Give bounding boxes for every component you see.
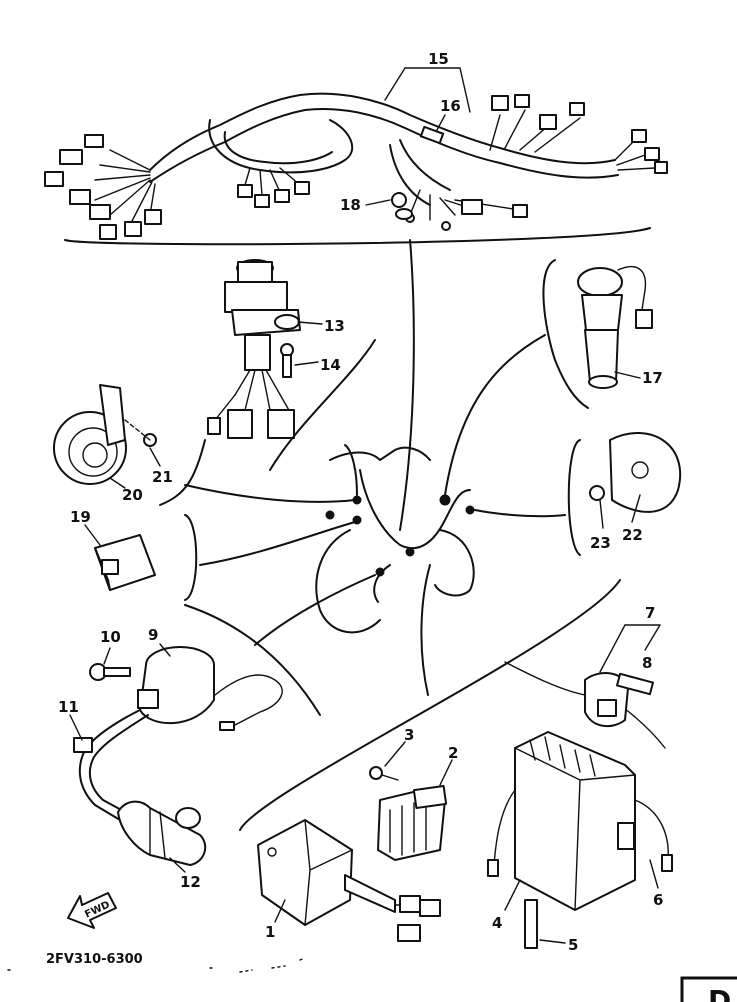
reflector-bracket bbox=[567, 439, 581, 556]
reflector bbox=[589, 432, 681, 513]
callout-19-label: 19 bbox=[70, 508, 91, 526]
battery bbox=[487, 731, 673, 911]
horn bbox=[53, 384, 127, 485]
scan-marks bbox=[7, 957, 306, 973]
turn-signal bbox=[577, 265, 653, 389]
callout-6-label: 6 bbox=[653, 891, 663, 909]
callout-17-label: 17 bbox=[642, 369, 663, 387]
ht-lead bbox=[73, 709, 149, 821]
callout-21-leader bbox=[149, 447, 161, 467]
callout-6-leader bbox=[649, 859, 659, 889]
callout-19-leader bbox=[84, 524, 101, 546]
pointer-reflector bbox=[474, 509, 566, 518]
electrical-group-bracket bbox=[239, 579, 621, 831]
rectifier bbox=[377, 784, 448, 861]
callout-20-label: 20 bbox=[122, 486, 143, 504]
regulator bbox=[257, 819, 441, 942]
callout-11-leader bbox=[69, 714, 83, 741]
fuse-8 bbox=[616, 672, 654, 696]
horn-bracket bbox=[159, 439, 206, 506]
callout-16: 16 bbox=[436, 97, 461, 131]
callout-5-label: 5 bbox=[568, 936, 578, 954]
pointer-relay bbox=[199, 521, 356, 566]
callout-4-leader bbox=[504, 879, 521, 911]
callout-14-label: 14 bbox=[320, 356, 341, 374]
pointer-coil bbox=[254, 574, 376, 646]
turn-signal-bracket bbox=[542, 259, 589, 409]
callout-10-label: 10 bbox=[100, 628, 121, 646]
callout-8-label: 8 bbox=[642, 654, 652, 672]
callout-14-leader bbox=[294, 361, 319, 366]
pointer-flasher bbox=[444, 334, 546, 496]
flasher-relay bbox=[94, 534, 156, 591]
callout-3-leader bbox=[384, 741, 406, 767]
spark-plug-cap bbox=[117, 800, 207, 866]
callout-22-leader bbox=[631, 494, 641, 523]
callout-18-label: 18 bbox=[340, 196, 361, 214]
harness-right-connectors bbox=[614, 129, 668, 174]
callout-13-leader bbox=[297, 321, 323, 325]
breather-hose-5 bbox=[524, 899, 538, 949]
callout-2-leader bbox=[439, 759, 453, 786]
screw-14 bbox=[280, 343, 294, 378]
callout-7: 7 bbox=[599, 604, 661, 673]
coil-group-bracket bbox=[184, 604, 321, 716]
bolt-18: 18 bbox=[340, 192, 413, 220]
callout-23-label: 23 bbox=[590, 534, 611, 552]
fuse-holder bbox=[504, 661, 666, 749]
main-switch-bracket bbox=[269, 339, 376, 471]
callout-5-leader bbox=[539, 939, 566, 944]
callout-11-label: 11 bbox=[58, 698, 79, 716]
callout-3-label: 3 bbox=[404, 726, 414, 744]
frame-outline bbox=[315, 446, 475, 634]
callout-21-label: 21 bbox=[152, 468, 173, 486]
pointer-battery bbox=[420, 564, 431, 696]
diagram-code: 2FV310-6300 bbox=[46, 952, 143, 967]
callout-16-label: 16 bbox=[440, 97, 461, 115]
callout-7-label: 7 bbox=[645, 604, 655, 622]
bolt-10 bbox=[89, 663, 131, 681]
callout-17-leader bbox=[614, 371, 641, 379]
harness-group-bracket bbox=[64, 227, 651, 246]
harness-left-connectors bbox=[44, 134, 162, 240]
fwd-arrow-icon: FWD bbox=[67, 892, 117, 929]
callout-9-label: 9 bbox=[148, 626, 158, 644]
corner-letter: D bbox=[708, 984, 731, 1002]
callout-20-leader bbox=[109, 477, 126, 489]
pointer-harness bbox=[399, 239, 415, 531]
callout-23-leader bbox=[599, 499, 604, 529]
callout-22-label: 22 bbox=[622, 526, 643, 544]
harness-lower-connectors bbox=[405, 189, 528, 231]
harness-upper-right-connectors bbox=[489, 94, 585, 153]
ignition-coil bbox=[137, 646, 283, 731]
screw-3 bbox=[369, 766, 399, 781]
pointer-horn bbox=[184, 484, 356, 503]
callout-12-leader bbox=[169, 857, 186, 873]
pointer-switch bbox=[344, 444, 358, 496]
relay-bracket bbox=[184, 514, 198, 601]
callout-12-label: 12 bbox=[180, 873, 201, 891]
callout-1-label: 1 bbox=[265, 923, 275, 941]
callout-4-label: 4 bbox=[492, 914, 502, 932]
callout-1-leader bbox=[274, 899, 286, 923]
callout-9-leader bbox=[159, 643, 171, 657]
callout-15: 15 bbox=[384, 50, 471, 113]
bolt-21 bbox=[124, 419, 157, 447]
callout-2-label: 2 bbox=[448, 744, 458, 762]
harness-clamp bbox=[419, 125, 445, 145]
callout-10-leader bbox=[103, 647, 111, 665]
callout-13-label: 13 bbox=[324, 317, 345, 335]
callout-15-label: 15 bbox=[428, 50, 449, 68]
page-corner-tab: D bbox=[680, 976, 737, 1002]
harness-middle-connectors bbox=[237, 167, 310, 208]
wire-harness bbox=[44, 92, 668, 240]
